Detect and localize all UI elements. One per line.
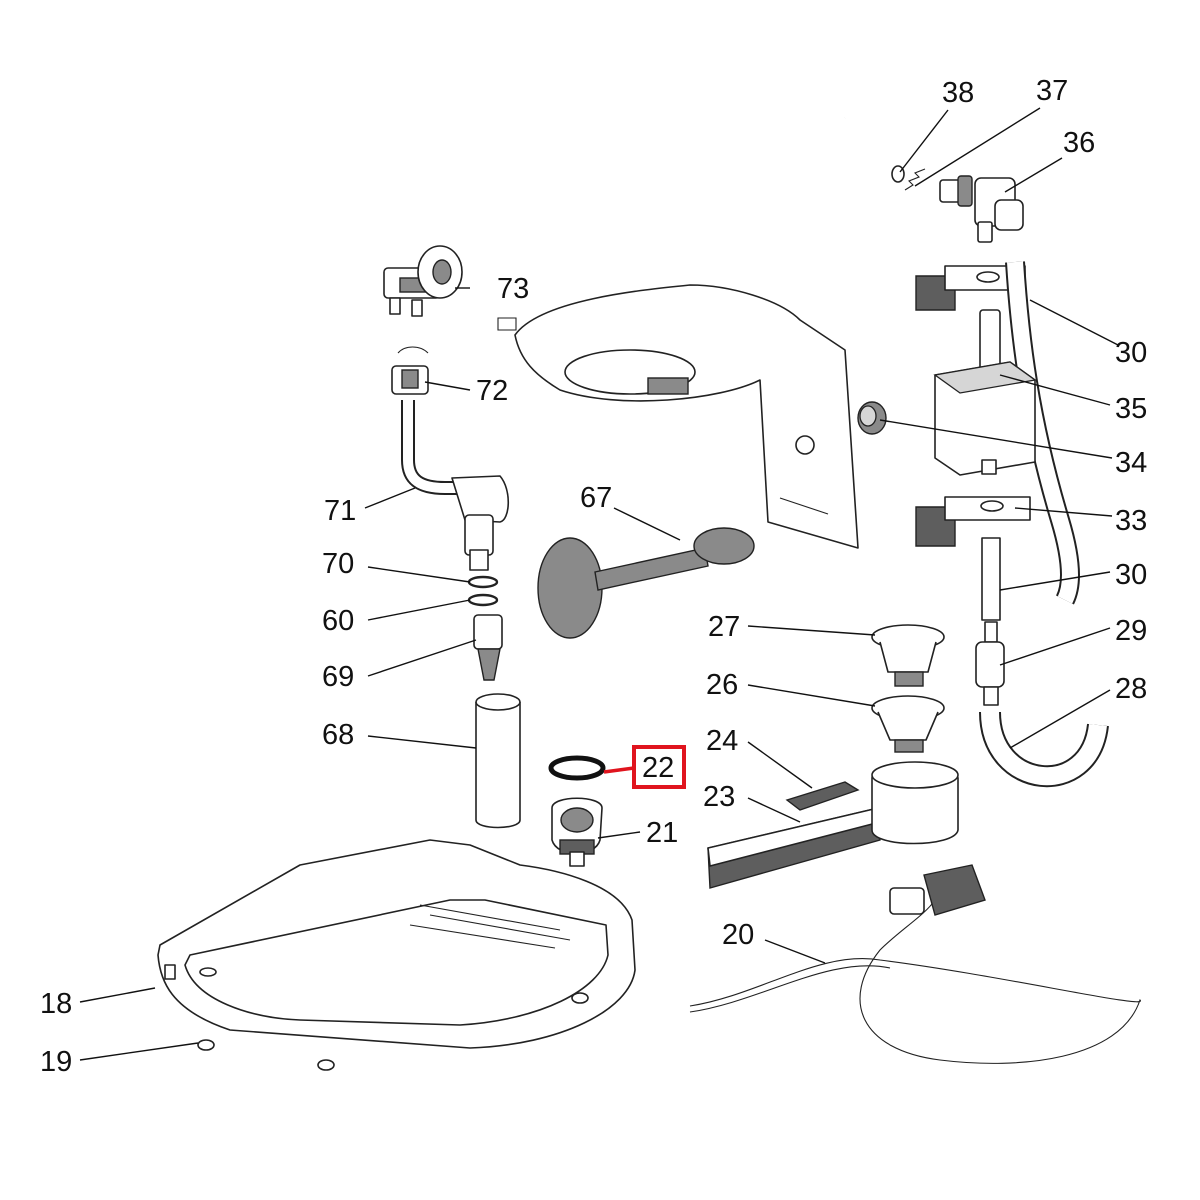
- label-19: 19: [40, 1046, 72, 1078]
- label-33: 33: [1115, 505, 1147, 537]
- part-23-portafilter: [707, 761, 959, 889]
- label-34: 34: [1115, 447, 1147, 479]
- part-72-nut: [391, 346, 429, 395]
- label-30a: 30: [1115, 337, 1147, 369]
- label-68: 68: [322, 719, 354, 751]
- label-27: 27: [708, 611, 740, 643]
- part-28-hose: [979, 711, 1109, 788]
- label-72: 72: [476, 375, 508, 407]
- part-68-sleeve: [475, 693, 521, 829]
- label-71: 71: [324, 495, 356, 527]
- part-19-foot: [197, 992, 589, 1071]
- part-70-oring: [467, 575, 499, 589]
- part-22-gasket: [548, 755, 606, 781]
- label-38: 38: [942, 77, 974, 109]
- part-69-nozzle: [473, 614, 503, 681]
- label-23: 23: [703, 781, 735, 813]
- label-20: 20: [722, 919, 754, 951]
- part-67-tamper: [537, 527, 755, 639]
- label-37: 37: [1036, 75, 1068, 107]
- part-number-labels: 38 37 36 73 30 72 35 34 67 71 33 70 30 6…: [40, 75, 1147, 1078]
- label-18: 18: [40, 988, 72, 1020]
- label-35: 35: [1115, 393, 1147, 425]
- part-18-base: [157, 839, 636, 1049]
- part-73-connector: [383, 245, 463, 317]
- highlight-box: [632, 745, 686, 789]
- label-28: 28: [1115, 673, 1147, 705]
- label-22: 22: [642, 752, 674, 784]
- label-60: 60: [322, 605, 354, 637]
- part-38-tube: [839, 117, 905, 183]
- label-69: 69: [322, 661, 354, 693]
- part-20-power-cord: [689, 864, 1141, 1064]
- part-24-insert: [785, 781, 860, 811]
- label-30b: 30: [1115, 559, 1147, 591]
- label-29: 29: [1115, 615, 1147, 647]
- base-grille: [409, 904, 571, 949]
- part-33-bracket-lower: [915, 496, 1031, 547]
- label-67: 67: [580, 482, 612, 514]
- part-37-clip: [904, 168, 926, 191]
- part-60-oring: [467, 593, 499, 607]
- label-36: 36: [1063, 127, 1095, 159]
- part-36-valve: [939, 175, 1024, 243]
- label-26: 26: [706, 669, 738, 701]
- part-71-steam-wand: [401, 400, 510, 571]
- part-26-filter: [871, 695, 945, 753]
- part-35-pump: [933, 309, 1037, 476]
- part-30-tube-lower: [981, 537, 1001, 621]
- part-27-filter: [871, 624, 945, 687]
- label-70: 70: [322, 548, 354, 580]
- label-21: 21: [646, 817, 678, 849]
- part-29-connector: [975, 621, 1005, 706]
- chassis-frame: [497, 284, 859, 549]
- leader-lines: [79, 107, 1119, 1061]
- part-34-knob: [857, 401, 887, 435]
- part-21-shower-head: [551, 797, 603, 867]
- part-30-tube-right: [1005, 261, 1080, 605]
- highlight-22: [603, 745, 686, 789]
- label-24: 24: [706, 725, 738, 757]
- label-73: 73: [497, 273, 529, 305]
